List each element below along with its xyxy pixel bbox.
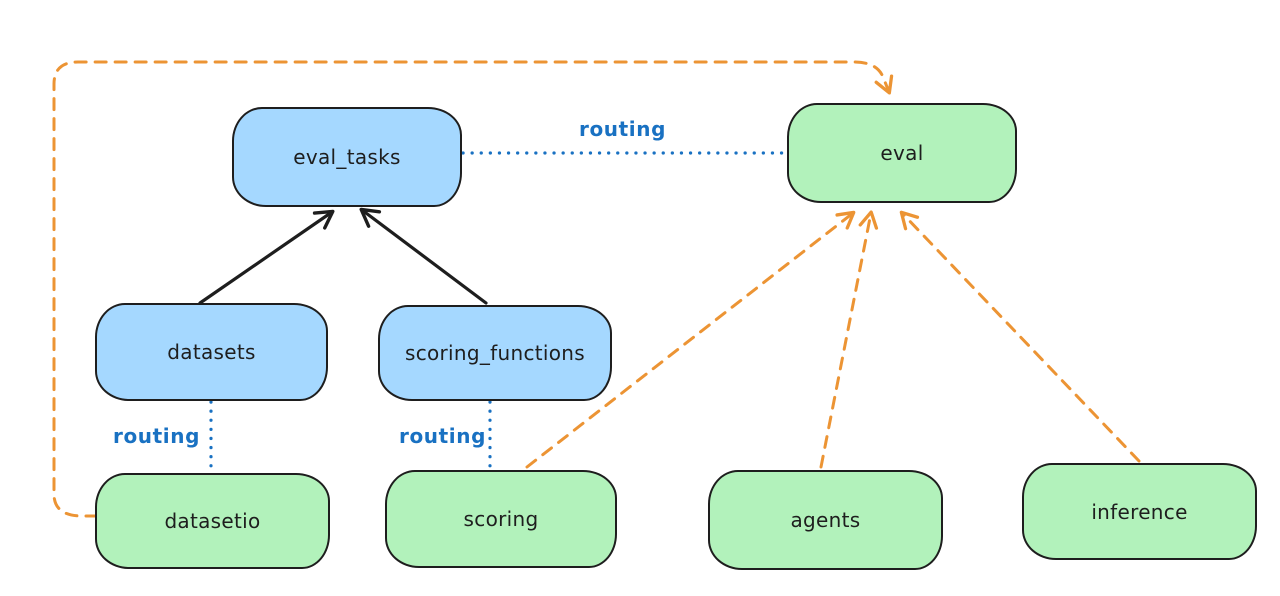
edge-datasetio-eval <box>52 60 894 518</box>
node-datasetio-label: datasetio <box>164 509 261 533</box>
node-agents[interactable]: agents <box>708 470 943 570</box>
edge-agents-eval <box>819 210 879 469</box>
node-eval[interactable]: eval <box>787 103 1017 203</box>
node-inference[interactable]: inference <box>1022 463 1257 560</box>
edge-label-routing-eval-tasks-eval: routing <box>579 117 667 141</box>
edge-label-routing-datasets-datasetio: routing <box>113 424 201 448</box>
edge-scoring-eval <box>525 210 856 469</box>
node-agents-label: agents <box>790 508 861 532</box>
node-scoring[interactable]: scoring <box>385 470 617 568</box>
edge-scoring_functions-eval_tasks <box>359 207 488 305</box>
node-inference-label: inference <box>1091 499 1188 524</box>
node-datasetio[interactable]: datasetio <box>95 473 330 569</box>
node-eval-tasks-label: eval_tasks <box>293 145 401 169</box>
edge-datasets-eval_tasks <box>198 209 335 305</box>
node-datasets-label: datasets <box>167 340 256 364</box>
node-eval-tasks[interactable]: eval_tasks <box>232 107 462 207</box>
node-scoring-functions[interactable]: scoring_functions <box>378 305 612 401</box>
node-scoring-label: scoring <box>463 507 539 531</box>
node-scoring-functions-label: scoring_functions <box>404 341 586 365</box>
node-datasets[interactable]: datasets <box>95 303 328 401</box>
edge-label-routing-scoring-functions-scoring: routing <box>399 424 487 448</box>
edge-inference-eval <box>899 210 1141 463</box>
node-eval-label: eval <box>880 141 924 165</box>
